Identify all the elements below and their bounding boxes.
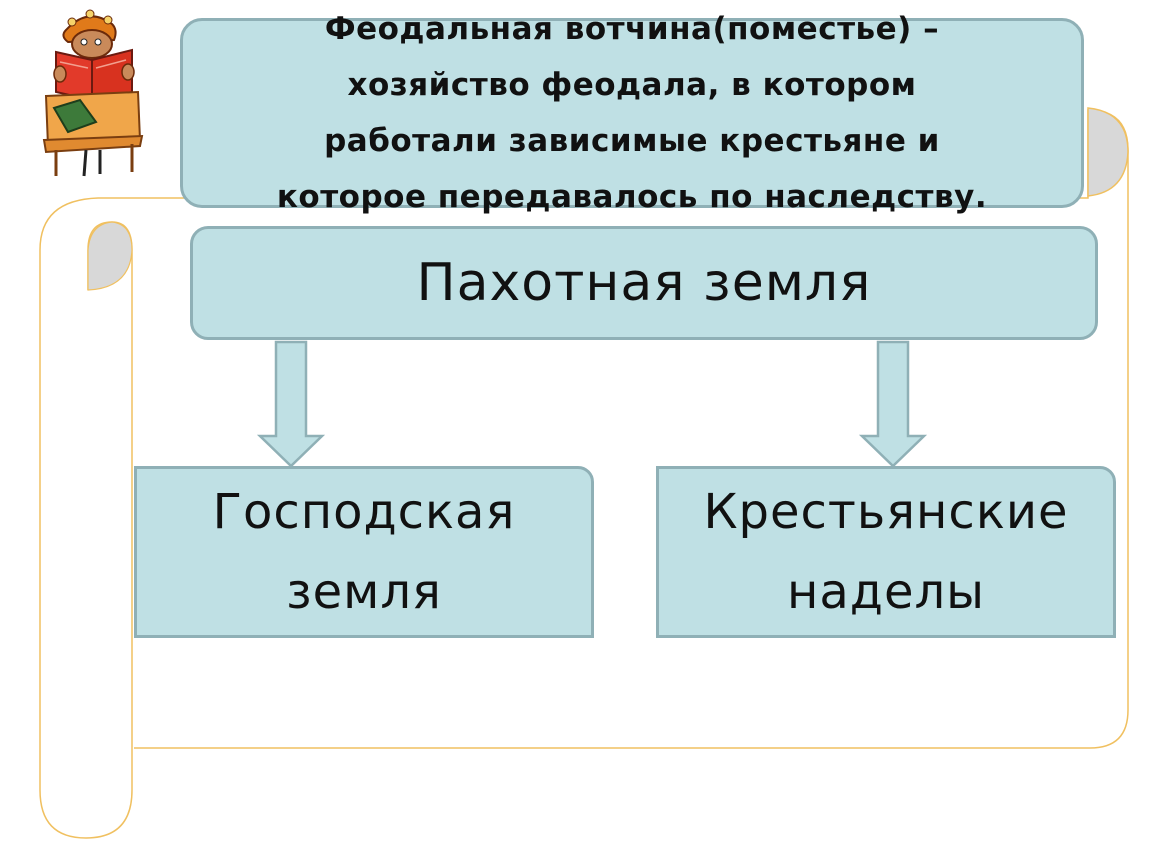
reading-person-icon [42,9,144,177]
definition-text: Феодальная вотчина(поместье) – хозяйство… [276,11,988,215]
left-child-label: Господская земля [212,484,516,620]
scroll-curl-left [87,221,133,291]
scroll-curl-top-right [1087,107,1129,197]
right-child-label: Крестьянские наделы [703,484,1069,620]
child-node-peasant-allotments: Крестьянские наделы [656,466,1116,638]
child-node-lord-land: Господская земля [134,466,594,638]
arrow-right-down [858,340,928,468]
root-node-arable-land: Пахотная земля [190,226,1098,340]
arrow-left-down [256,340,326,468]
scroll-left-roll [39,197,133,839]
root-node-label: Пахотная земля [416,253,872,313]
definition-box: Феодальная вотчина(поместье) – хозяйство… [180,11,1084,215]
